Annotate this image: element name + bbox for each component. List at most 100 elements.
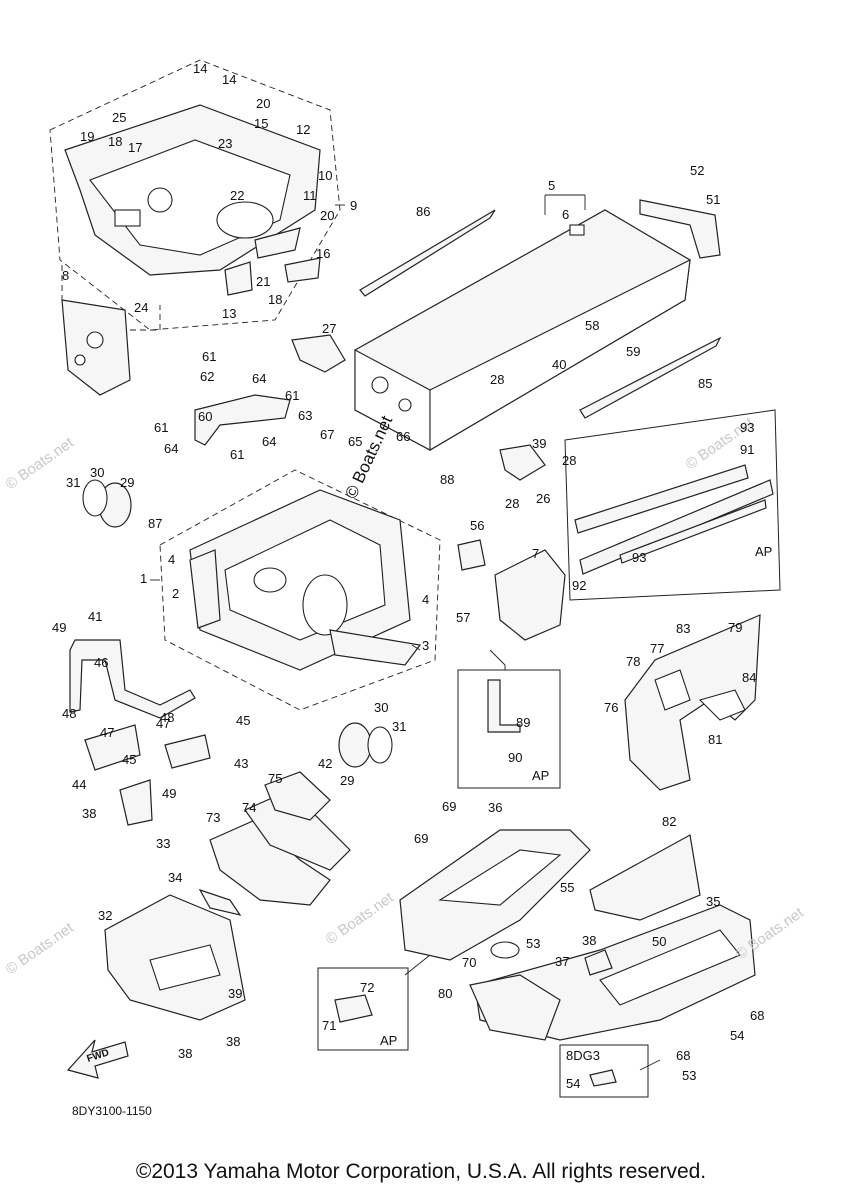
part-label: 21 — [256, 274, 270, 289]
part-label: 38 — [82, 806, 96, 821]
copyright-notice: ©2013 Yamaha Motor Corporation, U.S.A. A… — [135, 1160, 707, 1183]
part-label: 57 — [456, 610, 470, 625]
part-label: 49 — [162, 786, 176, 801]
part-label: 15 — [254, 116, 268, 131]
part-label: 45 — [122, 752, 136, 767]
part-label: 26 — [536, 491, 550, 506]
part-label: 14 — [222, 72, 236, 87]
part-label: 43 — [234, 756, 248, 771]
part-label: 44 — [72, 777, 86, 792]
part-label: 28 — [490, 372, 504, 387]
pan-82 — [589, 834, 701, 921]
part-label: 28 — [505, 496, 519, 511]
part-label: 73 — [206, 810, 220, 825]
part-label: 38 — [226, 1034, 240, 1049]
part-label: 50 — [652, 934, 666, 949]
part-label: 19 — [80, 129, 94, 144]
part-label: 93 — [740, 420, 754, 435]
part-label: 58 — [585, 318, 599, 333]
bracket-33 — [119, 779, 153, 826]
part-label: 64 — [164, 441, 178, 456]
part-label: 61 — [230, 447, 244, 462]
part-label: 92 — [572, 578, 586, 593]
part-label: 12 — [296, 122, 310, 137]
part-label: 69 — [442, 799, 456, 814]
part-label: 17 — [128, 140, 142, 155]
part-label: 18 — [108, 134, 122, 149]
ap-label: AP — [755, 544, 772, 559]
part-label: 49 — [52, 620, 66, 635]
tunnel-5 — [354, 209, 691, 451]
ap-label: AP — [532, 768, 549, 783]
part-label: 38 — [178, 1046, 192, 1061]
pan-80 — [469, 974, 561, 1041]
part-label: 14 — [193, 61, 207, 76]
part-label: 90 — [508, 750, 522, 765]
part-label: 42 — [318, 756, 332, 771]
part-label: 37 — [555, 954, 569, 969]
variant-box-8DG3 — [559, 1044, 649, 1098]
part-label: 64 — [262, 434, 276, 449]
boot-29-right — [338, 722, 372, 768]
part-label: 46 — [94, 655, 108, 670]
part-label: 4 — [422, 592, 429, 607]
ring-30-left — [82, 479, 108, 517]
part-label: 27 — [322, 321, 336, 336]
part-label: 29 — [340, 773, 354, 788]
part-label: 77 — [650, 641, 664, 656]
part-label: 31 — [66, 475, 80, 490]
part-label: 61 — [202, 349, 216, 364]
frame-subassembly-9 — [64, 104, 321, 296]
part-label: 84 — [742, 670, 756, 685]
part-label: 81 — [708, 732, 722, 747]
part-label: 62 — [200, 369, 214, 384]
part-label: 87 — [148, 516, 162, 531]
part-label: 18 — [268, 292, 282, 307]
part-label: 13 — [222, 306, 236, 321]
ring-30-right — [367, 726, 393, 764]
watermark: © Boats.net — [3, 919, 78, 978]
part-label: 10 — [318, 168, 332, 183]
part-label: 30 — [90, 465, 104, 480]
part-label: 53 — [526, 936, 540, 951]
rails-91-92 — [574, 464, 774, 575]
part-label: 71 — [322, 1018, 336, 1033]
part-label: 80 — [438, 986, 452, 1001]
part-label: 22 — [230, 188, 244, 203]
part-label: 25 — [112, 110, 126, 125]
part-label: 47 — [156, 716, 170, 731]
bracket-7 — [494, 549, 566, 641]
part-label: 6 — [562, 207, 569, 222]
part-label: 31 — [392, 719, 406, 734]
part-label: 48 — [160, 710, 174, 725]
assembly-1-outline — [159, 469, 441, 711]
part-label: 54 — [566, 1076, 580, 1091]
assembly-9-outline — [49, 59, 341, 331]
part-label: 7 — [532, 546, 539, 561]
strip-86 — [359, 209, 496, 297]
part-label: 1 — [140, 571, 147, 586]
part-label: 78 — [626, 654, 640, 669]
part-label: 56 — [470, 518, 484, 533]
part-label: 86 — [416, 204, 430, 219]
part-label: 36 — [488, 800, 502, 815]
part-label: 40 — [552, 357, 566, 372]
watermark-center: © Boats.net — [341, 413, 396, 502]
part-label: 41 — [88, 609, 102, 624]
part-label: 4 — [168, 552, 175, 567]
ap-box-71 — [317, 967, 409, 1051]
part-label: 30 — [374, 700, 388, 715]
part-label: 79 — [728, 620, 742, 635]
part-label: 91 — [740, 442, 754, 457]
part-label: 5 — [548, 178, 555, 193]
part-label: 85 — [698, 376, 712, 391]
part-label: 60 — [198, 409, 212, 424]
plate-56 — [457, 539, 486, 571]
part-label: 35 — [706, 894, 720, 909]
watermark: © Boats.net — [323, 889, 398, 948]
plate-27 — [291, 334, 346, 373]
part-label: 39 — [228, 986, 242, 1001]
variant-label: 8DG3 — [566, 1048, 600, 1063]
clip-37 — [584, 949, 613, 976]
part-label: 68 — [676, 1048, 690, 1063]
